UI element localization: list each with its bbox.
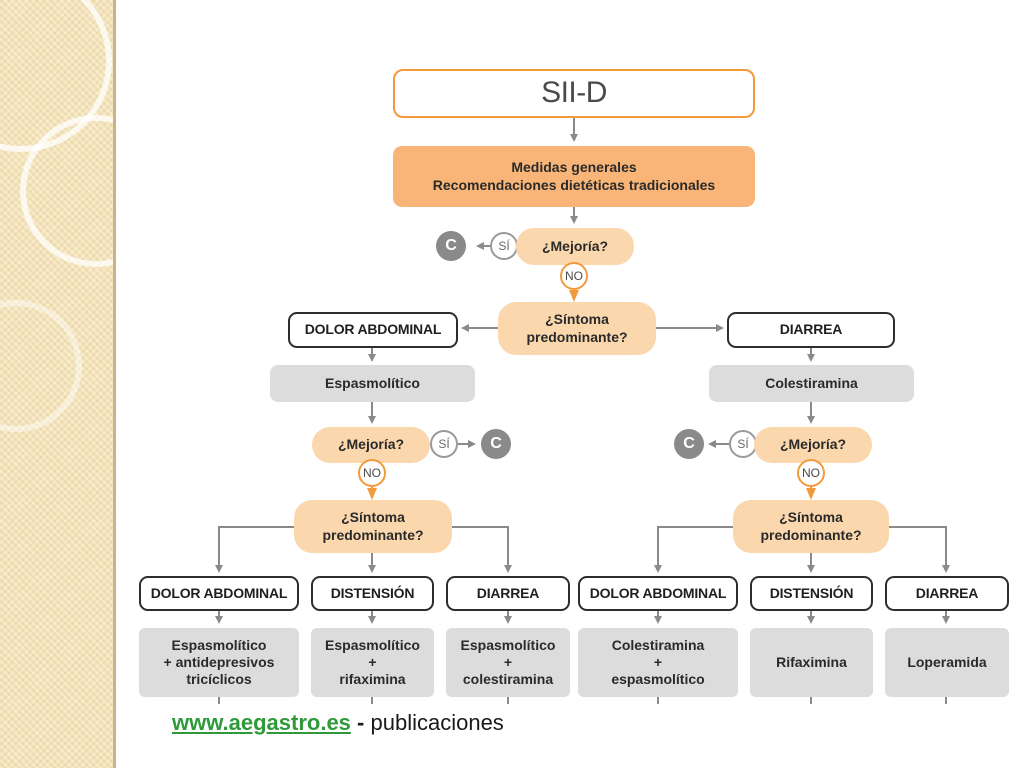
symptom-question-line1: ¿Síntoma xyxy=(545,311,609,328)
treatment-line: Colestiramina xyxy=(611,636,705,653)
connector-arrow xyxy=(215,526,296,573)
treatment-line: espasmolítico xyxy=(611,671,705,688)
option-distension: DISTENSIÓN xyxy=(750,576,873,611)
treatment-box: Espasmolítico + colestiramina xyxy=(446,628,570,697)
symptom-question-line1: ¿Síntoma xyxy=(779,509,843,526)
outcome-c-circle: C xyxy=(481,429,511,459)
treatment-box: Colestiramina + espasmolítico xyxy=(578,628,738,697)
footer: www.aegastro.es - publicaciones xyxy=(172,710,504,736)
general-measures-line2: Recomendaciones dietéticas tradicionales xyxy=(432,176,716,193)
treatment-line: colestiramina xyxy=(462,671,554,688)
no-circle: NO xyxy=(358,459,386,487)
outcome-c-circle: C xyxy=(436,231,466,261)
connector-arrow xyxy=(889,526,950,573)
option-dolor-abdominal: DOLOR ABDOMINAL xyxy=(578,576,738,611)
treatment-line: Espasmolítico xyxy=(460,636,556,653)
connector-arrow xyxy=(654,526,733,573)
treatment-line: Espasmolítico xyxy=(325,636,420,653)
title-box: SII-D xyxy=(393,69,755,118)
connector-arrow xyxy=(452,526,512,573)
option-distension: DISTENSIÓN xyxy=(311,576,434,611)
general-measures-line1: Medidas generales xyxy=(511,159,637,176)
footer-separator: - xyxy=(357,710,365,735)
treatment-line: Loperamida xyxy=(907,653,987,670)
symptom-question: ¿Síntoma predominante? xyxy=(733,500,889,553)
no-circle: NO xyxy=(797,459,825,487)
improvement-question: ¿Mejoría? xyxy=(312,427,430,463)
branch-dolor-abdominal: DOLOR ABDOMINAL xyxy=(288,312,458,348)
yes-circle: SÍ xyxy=(490,232,518,260)
footer-text: publicaciones xyxy=(370,710,504,735)
treatment-line: + xyxy=(653,653,663,670)
footer-link[interactable]: www.aegastro.es xyxy=(172,710,351,735)
treatment-line: + antidepresivos xyxy=(163,653,275,670)
option-diarrea: DIARREA xyxy=(885,576,1009,611)
treatment-colestiramina: Colestiramina xyxy=(709,365,914,402)
improvement-question: ¿Mejoría? xyxy=(516,228,634,265)
yes-circle: SÍ xyxy=(430,430,458,458)
symptom-question-line1: ¿Síntoma xyxy=(341,509,405,526)
improvement-question: ¿Mejoría? xyxy=(754,427,872,463)
treatment-line: Espasmolítico xyxy=(171,636,267,653)
option-diarrea: DIARREA xyxy=(446,576,570,611)
branch-diarrea: DIARREA xyxy=(727,312,895,348)
treatment-line: + xyxy=(503,653,513,670)
symptom-question-line2: predominante? xyxy=(322,526,424,543)
treatment-line: + xyxy=(368,653,377,670)
treatment-line: tricíclicos xyxy=(186,671,252,688)
outcome-c-circle: C xyxy=(674,429,704,459)
sidebar-divider xyxy=(113,0,116,768)
symptom-question: ¿Síntoma predominante? xyxy=(498,302,656,355)
symptom-question-line2: predominante? xyxy=(526,328,628,345)
general-measures-box: Medidas generales Recomendaciones dietét… xyxy=(393,146,755,207)
treatment-box: Espasmolítico + rifaximina xyxy=(311,628,434,697)
treatment-espasmolitico: Espasmolítico xyxy=(270,365,475,402)
treatment-line: Rifaximina xyxy=(776,653,847,670)
treatment-box: Espasmolítico + antidepresivos tricíclic… xyxy=(139,628,299,697)
option-dolor-abdominal: DOLOR ABDOMINAL xyxy=(139,576,299,611)
no-circle: NO xyxy=(560,262,588,290)
decorative-sidebar xyxy=(0,0,113,768)
treatment-box: Loperamida xyxy=(885,628,1009,697)
symptom-question-line2: predominante? xyxy=(760,526,862,543)
treatment-box: Rifaximina xyxy=(750,628,873,697)
yes-circle: SÍ xyxy=(729,430,757,458)
treatment-line: rifaximina xyxy=(339,671,406,688)
symptom-question: ¿Síntoma predominante? xyxy=(294,500,452,553)
